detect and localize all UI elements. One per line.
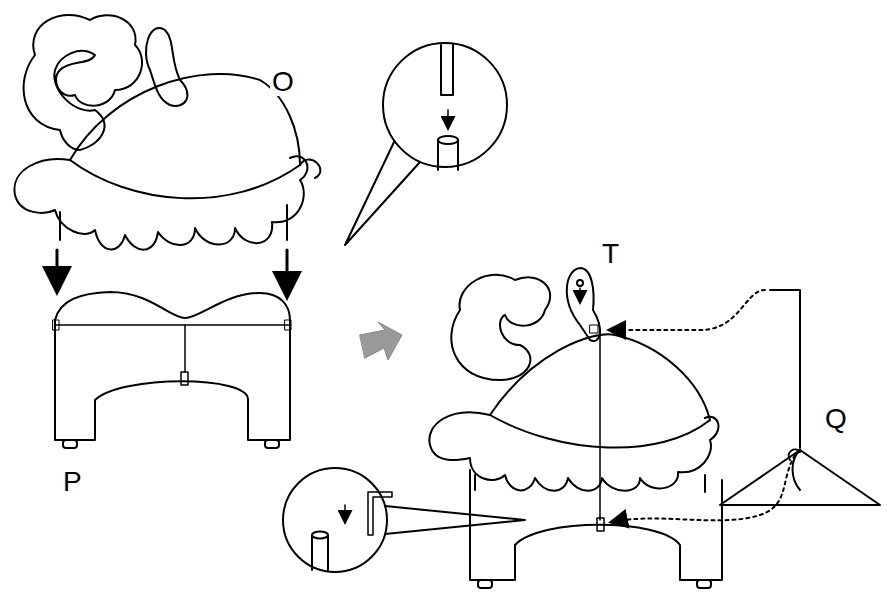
part-o-figure [14, 15, 320, 295]
peg-callout [345, 43, 507, 245]
part-label: O [270, 68, 296, 96]
part-label: P [61, 468, 84, 496]
part-label: T [600, 240, 621, 268]
part-p-stool [53, 292, 291, 448]
assembled-figure [283, 268, 880, 588]
part-label: Q [823, 405, 849, 433]
step-arrow [360, 322, 402, 360]
